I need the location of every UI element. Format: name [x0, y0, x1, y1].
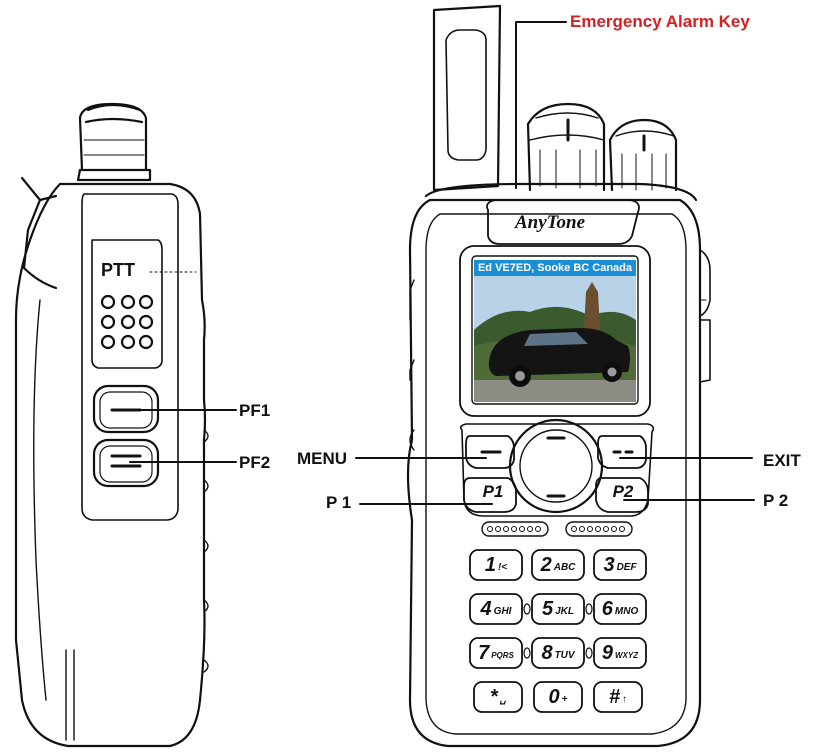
pf1-label: PF1: [239, 401, 271, 420]
keypad-key-sub: ␣: [499, 693, 507, 705]
keypad-key-sub: MNO: [614, 605, 639, 617]
keypad-key-main: 8: [541, 641, 553, 664]
keypad-key-sub: ABC: [553, 561, 576, 573]
screen-photo: [474, 276, 636, 402]
keypad-key-main: 2: [540, 553, 552, 576]
keypad-key-main: 7: [478, 641, 490, 664]
brand-logo: AnyTone: [515, 212, 586, 233]
pf2-label: PF2: [239, 453, 271, 472]
keypad-key-sub: !<: [497, 561, 508, 573]
screen-caption: Ed VE7ED, Sooke BC Canada: [474, 260, 636, 276]
softkey-p1: P1: [482, 482, 504, 501]
keypad-key: 1!<: [470, 550, 522, 580]
menu-label: MENU: [297, 449, 348, 468]
keypad-key: 0+: [534, 682, 582, 712]
keypad-key-sub: DEF: [616, 561, 637, 573]
keypad-key-main: #: [608, 685, 621, 708]
front-radio: [406, 4, 711, 748]
softkey-p2: P2: [612, 482, 634, 501]
keypad-key-main: 4: [480, 597, 492, 620]
keypad-key-sub: WXYZ: [615, 650, 639, 660]
keypad-key-sub: TUV: [554, 649, 575, 661]
callout-lines: [129, 21, 755, 505]
keypad-key-sub: ↑: [622, 693, 628, 705]
p2-label: P 2: [763, 491, 789, 510]
keypad-key-sub: GHI: [493, 605, 512, 617]
keypad-key: #↑: [594, 682, 642, 712]
keypad-key-main: 3: [603, 553, 615, 576]
keypad-key-sub: +: [561, 693, 568, 705]
exit-label: EXIT: [763, 451, 801, 470]
keypad-key-sub: JKL: [555, 605, 575, 617]
side-radio: [14, 102, 209, 748]
ptt-label: PTT: [101, 260, 135, 280]
keypad-key-main: *: [489, 685, 498, 708]
keypad-key-main: 1: [484, 553, 496, 576]
keypad-key-main: 9: [601, 641, 613, 664]
keypad-key-sub: PQRS: [491, 650, 514, 660]
keypad-key-main: 5: [541, 597, 554, 620]
p1-label: P 1: [326, 493, 352, 512]
emergency-alarm-key-label: Emergency Alarm Key: [570, 12, 750, 31]
keypad-key-main: 6: [601, 597, 613, 620]
keypad-key: *␣: [474, 682, 522, 712]
keypad-key-main: 0: [548, 685, 560, 708]
